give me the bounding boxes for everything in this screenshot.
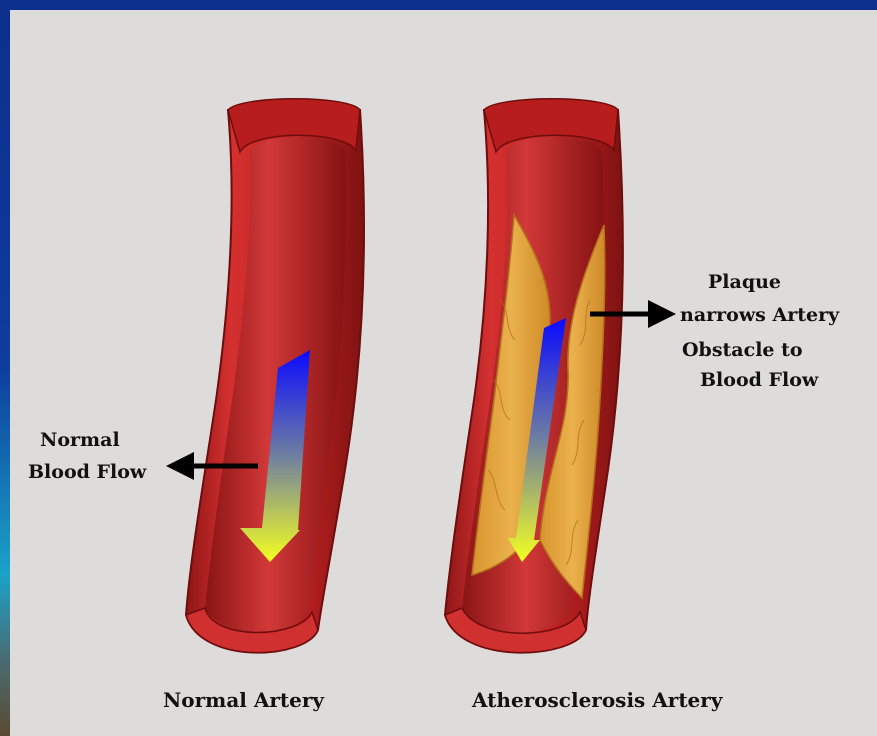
plaque-label-line3: Obstacle to bbox=[682, 338, 803, 362]
plaque-label-line4: Blood Flow bbox=[700, 368, 818, 392]
plaque-label-line1: Plaque bbox=[708, 270, 781, 294]
normal-flow-label-line2: Blood Flow bbox=[28, 460, 146, 484]
caption-atherosclerosis-artery: Atherosclerosis Artery bbox=[472, 688, 722, 712]
normal-flow-label-line1: Normal bbox=[40, 428, 120, 452]
atherosclerosis-artery bbox=[445, 99, 623, 653]
plaque-label-line2: narrows Artery bbox=[680, 303, 839, 327]
caption-normal-artery: Normal Artery bbox=[163, 688, 324, 712]
normal-artery bbox=[186, 99, 364, 653]
